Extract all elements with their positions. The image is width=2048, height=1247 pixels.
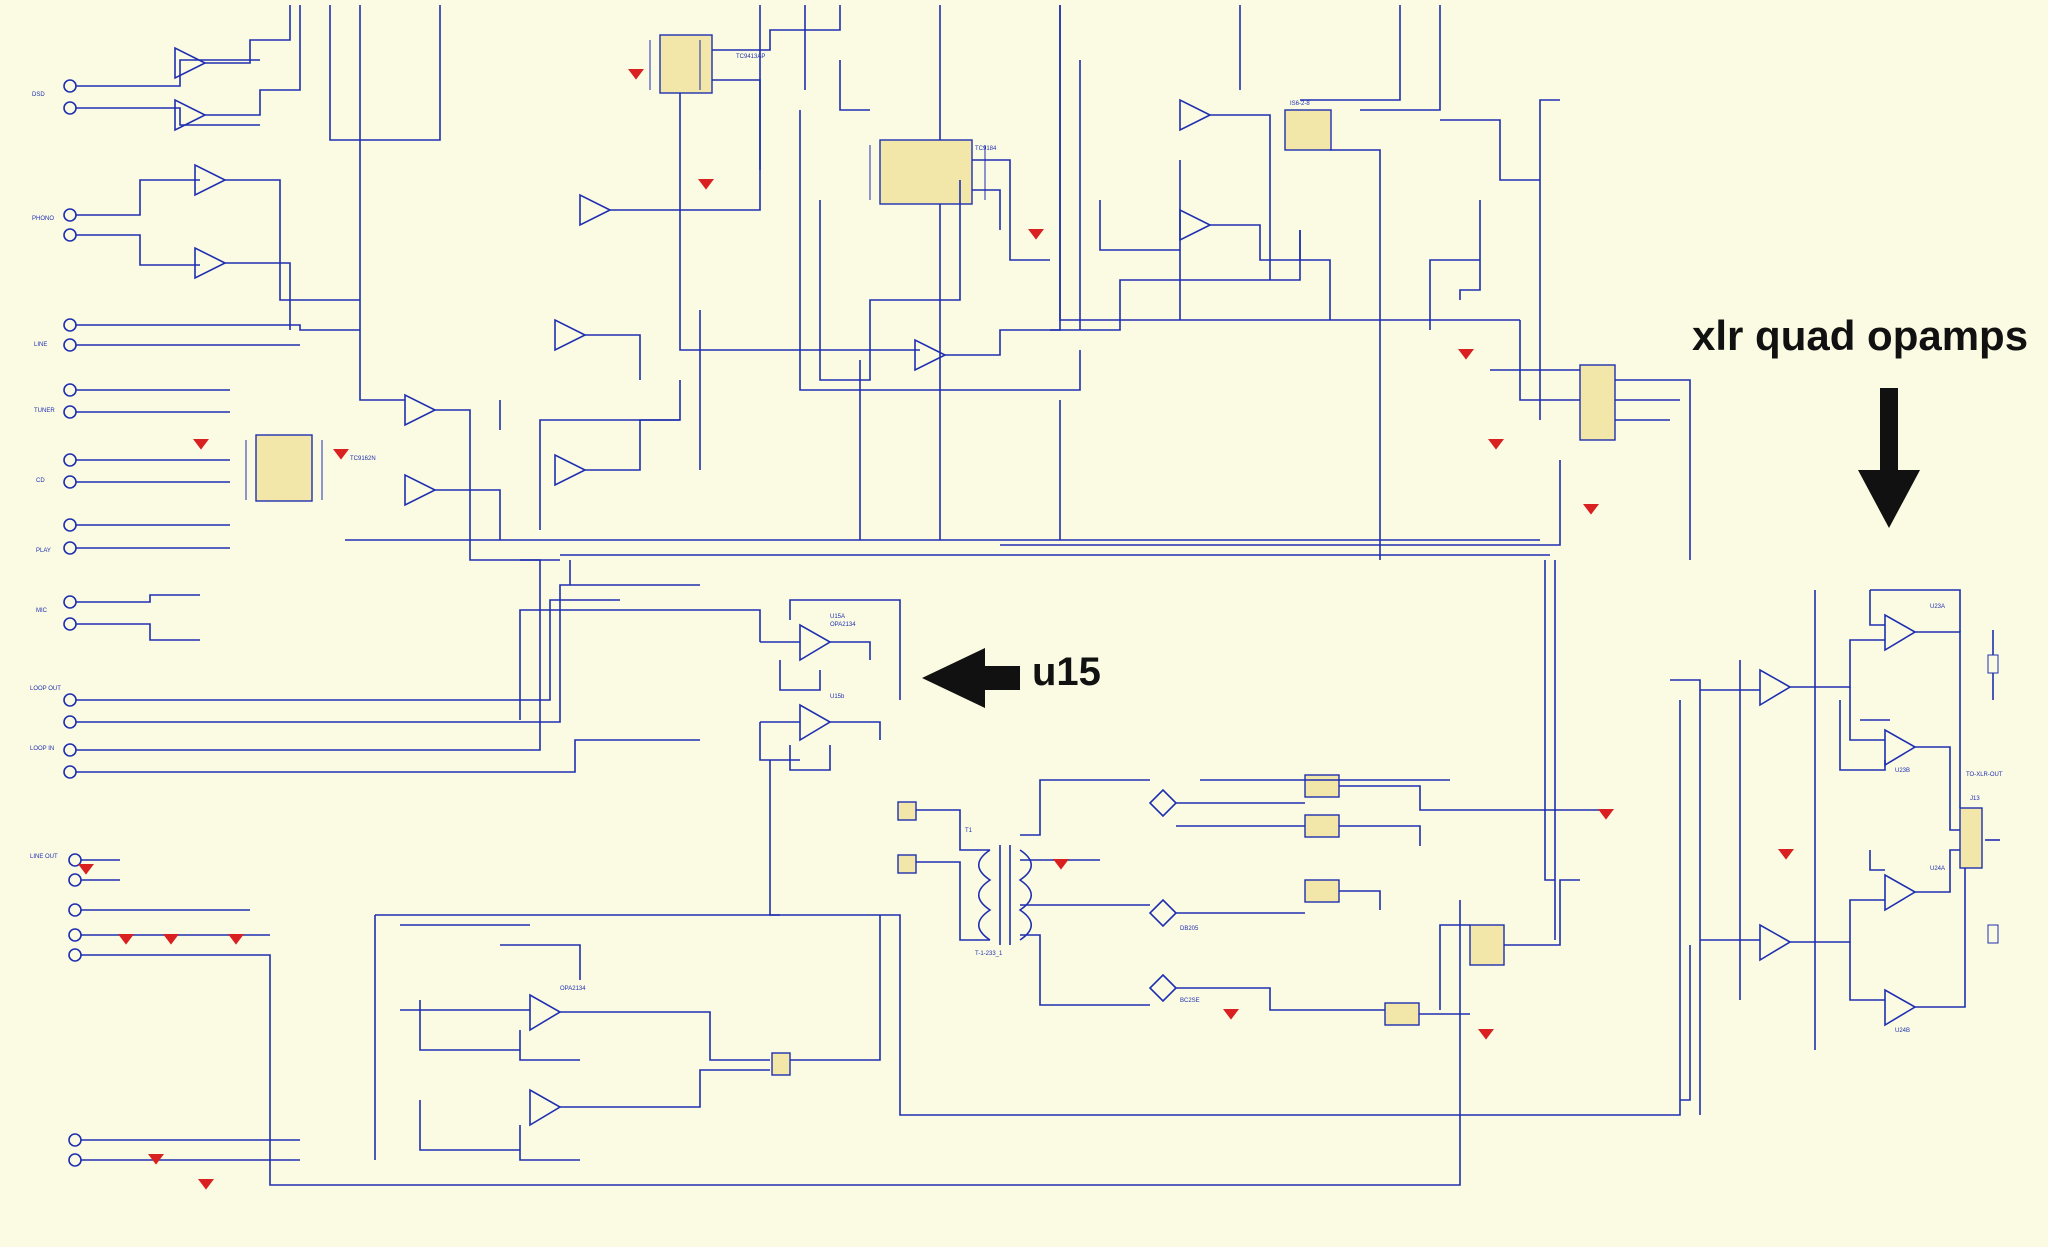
u15b-opamp — [799, 703, 832, 742]
signal-wiring — [345, 5, 1691, 940]
regulator-3 — [1304, 879, 1340, 903]
ic-u14 — [659, 34, 713, 94]
label-bridge-b: BC2SE — [1180, 998, 1200, 1004]
label-u23a: U23A — [1930, 604, 1945, 610]
label-phono: PHONO — [32, 216, 54, 222]
label-t1: T1 — [965, 828, 973, 834]
label-u5: IS6-2-8 — [1290, 101, 1310, 107]
label-bridge-a: DB205 — [1180, 926, 1199, 932]
label-j13-desc: TO-XLR-OUT — [1966, 772, 2003, 778]
ic-block-group: TC9413AP TC9184 TC9162N IS6-2-8 J13 TO-X… — [245, 34, 2003, 1076]
label-u15b: U15b — [830, 694, 845, 700]
label-cd: CD — [36, 478, 45, 484]
u21-opamp — [1759, 668, 1792, 707]
connector-j1 — [1579, 364, 1616, 441]
connector-jp1 — [771, 1052, 791, 1076]
regulator-1 — [1304, 774, 1340, 798]
u23b-opamp — [1884, 728, 1917, 767]
input-jack-column: DSD PHONO LINE TUNER CD PLAY MIC LOOP OU… — [30, 59, 1461, 1186]
label-loop-out: LOOP OUT — [30, 686, 61, 692]
label-line: LINE — [34, 342, 47, 348]
u24a-opamp — [1884, 873, 1917, 912]
label-u24a: U24A — [1930, 866, 1945, 872]
ground-symbols — [78, 69, 1794, 1190]
label-u19: TC9184 — [975, 146, 997, 152]
connector-j13 — [1959, 807, 1983, 869]
ic-u19 — [879, 139, 973, 205]
label-loop-in: LOOP IN — [30, 746, 54, 752]
xlr-quad-opamps-callout: xlr quad opamps — [1692, 312, 2029, 359]
label-j13: J13 — [1970, 796, 1980, 802]
connector-jp3 — [897, 801, 917, 821]
label-u14: TC9413AP — [736, 54, 765, 60]
preamp-stage-left — [174, 5, 1520, 561]
power-supply-block: T1 T-1-233_1 DB205 BC2SE — [916, 779, 1610, 1015]
u22-opamp — [1759, 923, 1792, 962]
label-line-out: LINE OUT — [30, 854, 58, 860]
label-mic: MIC — [36, 608, 48, 614]
connector-jp4 — [897, 854, 917, 874]
regulator-4 — [1384, 1002, 1420, 1026]
label-tuner: TUNER — [34, 408, 55, 414]
ic-u12 — [255, 434, 313, 502]
label-u12: TC9162N — [350, 456, 376, 462]
callout-arrows — [922, 388, 1920, 708]
label-dsd: DSD — [32, 92, 45, 98]
u15a-opamp — [799, 623, 832, 662]
ic-u4 — [1469, 924, 1505, 966]
output-buffer-block: OPA2134 — [374, 914, 881, 1161]
label-u15a: U15A — [830, 614, 845, 620]
label-opa-u14a: OPA2134 — [560, 986, 586, 992]
ic-u5 — [1284, 109, 1332, 151]
u23a-opamp — [1884, 613, 1917, 652]
xlr-quad-opamp-block: U23A U23B U24A U24B — [1670, 589, 2000, 1115]
label-u15a-part: OPA2134 — [830, 622, 856, 628]
label-play: PLAY — [36, 548, 51, 554]
u15-arrow-icon — [922, 648, 1020, 708]
u24b-opamp — [1884, 988, 1917, 1027]
label-u23b: U23B — [1895, 768, 1910, 774]
u15-opamp-block: U15A U15b OPA2134 — [519, 599, 1681, 1116]
label-t1-part: T-1-233_1 — [975, 951, 1003, 957]
label-u24b: U24B — [1895, 1028, 1910, 1034]
regulator-2 — [1304, 814, 1340, 838]
u15-callout: u15 — [1032, 650, 1101, 694]
xlr-arrow-icon — [1858, 388, 1920, 528]
